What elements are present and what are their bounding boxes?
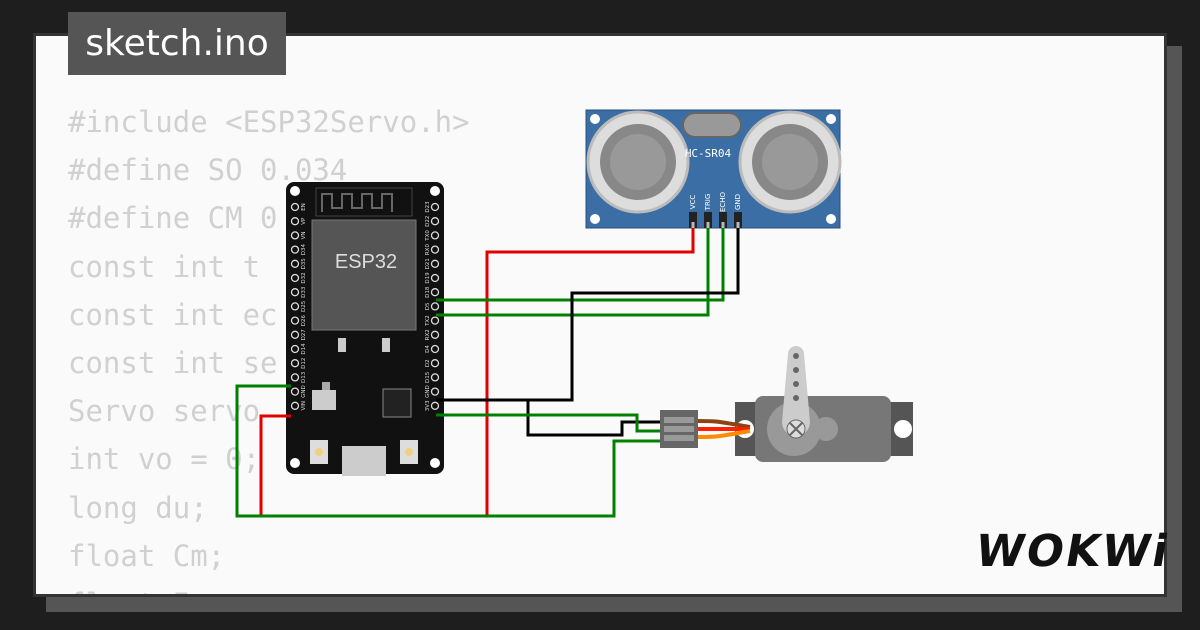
esp32-pin[interactable]	[430, 330, 440, 339]
esp32-pin-label: VP	[301, 217, 307, 225]
esp32-pin-label: D35	[301, 258, 307, 270]
code-line: #include <ESP32Servo.h>	[68, 105, 470, 139]
esp32-pin-label: D15	[425, 371, 431, 383]
esp32-pin-label: EN	[301, 203, 307, 211]
esp32-pin-label: D21	[425, 258, 431, 269]
esp32-pin[interactable]	[430, 302, 440, 311]
hc-sr04-pin-label: ECHO	[719, 191, 727, 212]
hc-sr04-pin[interactable]	[689, 212, 697, 228]
esp32-pin[interactable]	[430, 202, 440, 212]
esp32-pin-label: D33	[301, 286, 307, 298]
wire-gnd-servo[interactable]	[526, 400, 660, 437]
esp32-pin-label: D32	[301, 272, 307, 283]
file-name-tab[interactable]: sketch.ino	[68, 12, 286, 75]
code-line: float Cm;	[68, 538, 226, 573]
esp32-pin[interactable]	[290, 217, 300, 226]
esp32-pin-label: TX2	[425, 315, 431, 327]
wires	[235, 228, 740, 518]
esp32-pin-label: D5	[425, 302, 431, 310]
wire-servo-signal[interactable]	[235, 384, 660, 518]
esp32-pin-label: D27	[301, 329, 307, 341]
esp32-pin-label: D26	[301, 314, 307, 326]
esp32-pin-label: TX0	[425, 230, 431, 242]
code-line: const int ec	[68, 297, 278, 332]
esp32-pin-label: D25	[301, 300, 307, 312]
esp32-pin[interactable]	[290, 344, 300, 354]
esp32-label: ESP32	[335, 251, 397, 273]
esp32-pin[interactable]	[290, 302, 300, 311]
esp32-pin-label: GND	[301, 385, 307, 398]
hc-sr04-pin-label: TRIG	[704, 194, 712, 212]
esp32-board[interactable]: ESP32 ENVPVND34D35D32D33D25D26D27D14D12D…	[286, 182, 444, 476]
esp32-pin-label: D13	[301, 371, 307, 383]
esp32-pin[interactable]	[430, 288, 440, 297]
esp32-pin-label: GND	[425, 385, 431, 398]
esp32-pin[interactable]	[290, 401, 300, 410]
wire-trig[interactable]	[436, 228, 710, 317]
esp32-pin-label: RX0	[425, 244, 431, 256]
esp32-pin[interactable]	[290, 259, 300, 268]
esp32-pin[interactable]	[290, 330, 300, 339]
code-line: long du;	[68, 490, 208, 525]
code-preview: #include <ESP32Servo.h> #define SO 0.034 #…	[68, 98, 470, 594]
esp32-pin[interactable]	[290, 373, 300, 382]
esp32-pin-label: D23	[425, 201, 431, 213]
esp32-pin-label: 3V3	[425, 400, 431, 411]
hc-sr04-pin-label: GND	[734, 194, 742, 210]
esp32-pin[interactable]	[430, 359, 440, 368]
esp32-pin[interactable]	[430, 373, 440, 382]
wokwi-logo: WOKWi	[971, 526, 1175, 577]
esp32-pin-label: D34	[301, 243, 307, 255]
esp32-pin-label: D19	[425, 272, 431, 284]
wire-echo[interactable]	[436, 228, 725, 302]
hc-sr04-pin[interactable]	[734, 212, 742, 228]
esp32-pin[interactable]	[430, 273, 440, 283]
esp32-pin[interactable]	[430, 316, 440, 325]
esp32-pin[interactable]	[290, 245, 300, 254]
esp32-pin-label: VN	[301, 231, 307, 239]
code-line: const int t	[68, 249, 261, 284]
code-line: Servo servo	[68, 394, 261, 429]
esp32-pin[interactable]	[430, 387, 440, 396]
esp32-pin-label: D14	[301, 343, 307, 355]
esp32-pin[interactable]	[430, 245, 440, 254]
esp32-pin[interactable]	[430, 259, 440, 268]
code-line: const int se	[68, 345, 278, 380]
esp32-pin[interactable]	[290, 359, 300, 368]
esp32-pin-label: RX2	[425, 329, 431, 340]
esp32-pin-label: VIN	[301, 401, 307, 411]
code-line: int vo = 0;	[68, 442, 261, 477]
esp32-pin-label: D22	[425, 216, 431, 227]
hc-sr04-label: HC-SR04	[685, 147, 732, 160]
code-line: float In;	[68, 580, 470, 594]
servo-motor[interactable]	[660, 346, 913, 462]
code-line: #define SO 0.034	[68, 153, 348, 188]
wire-servo-power[interactable]	[436, 413, 660, 433]
hc-sr04-pin[interactable]	[704, 212, 712, 228]
esp32-pin[interactable]	[290, 387, 300, 396]
esp32-pin[interactable]	[290, 288, 300, 297]
esp32-pin-label: D18	[425, 286, 431, 298]
esp32-pin[interactable]	[430, 344, 440, 354]
esp32-pin-label: D4	[425, 345, 431, 353]
esp32-pin[interactable]	[290, 273, 300, 283]
esp32-pin[interactable]	[290, 316, 300, 325]
hc-sr04-pin[interactable]	[719, 212, 727, 228]
esp32-pin-label: D2	[425, 359, 431, 367]
esp32-pin[interactable]	[290, 231, 300, 240]
hc-sr04-pin-label: VCC	[689, 195, 697, 210]
esp32-pin[interactable]	[430, 231, 440, 240]
esp32-pin[interactable]	[290, 202, 300, 212]
hc-sr04-sensor[interactable]: HC-SR04 VCC TRIG ECHO GND	[585, 109, 842, 234]
esp32-pin[interactable]	[430, 217, 440, 226]
code-line: #define CM 0	[68, 201, 278, 236]
esp32-pin-label: D12	[301, 358, 307, 369]
esp32-pin[interactable]	[430, 401, 440, 410]
